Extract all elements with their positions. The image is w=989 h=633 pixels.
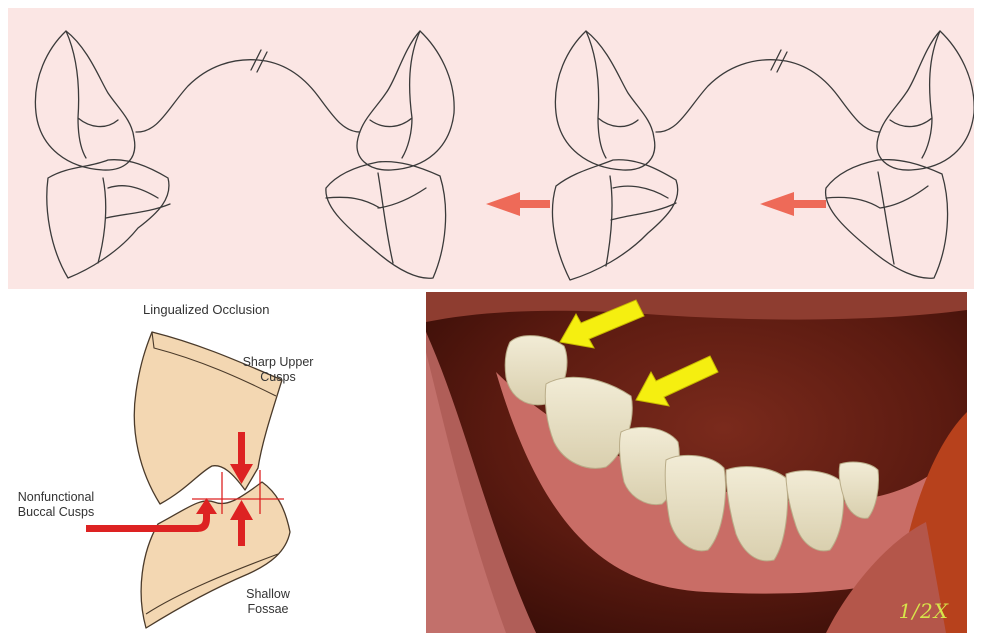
right-arch-line bbox=[656, 60, 880, 132]
right-direction-arrow bbox=[760, 192, 826, 216]
buccal-cusps-label: Nonfunctional Buccal Cusps bbox=[12, 490, 100, 520]
right-upper-tooth-right bbox=[877, 31, 974, 170]
left-upper-tooth-left bbox=[35, 31, 134, 170]
cross-section-diagrams-panel bbox=[8, 8, 974, 289]
left-arch-line bbox=[136, 60, 360, 132]
right-cross-section bbox=[552, 31, 974, 280]
right-upper-tooth-left bbox=[555, 31, 654, 170]
fossae-label: Shallow Fossae bbox=[236, 587, 300, 617]
right-lower-tooth-left bbox=[552, 160, 677, 280]
photo-scale-mark: 1/2X bbox=[899, 599, 949, 623]
left-direction-arrow bbox=[486, 192, 550, 216]
left-lower-tooth-left bbox=[47, 160, 169, 278]
fossae-label-line-2: Fossae bbox=[236, 602, 300, 617]
upper-cusps-label-line-2: Cusps bbox=[238, 370, 318, 385]
upper-cusps-label: Sharp Upper Cusps bbox=[238, 355, 318, 385]
fossae-label-line-1: Shallow bbox=[236, 587, 300, 602]
left-cross-section bbox=[35, 31, 454, 278]
upper-cusps-label-line-1: Sharp Upper bbox=[238, 355, 318, 370]
lingualized-occlusion-diagram: Lingualized Occlusion Sharp Upper Cusp bbox=[0, 292, 420, 633]
occlusion-illustration bbox=[0, 292, 420, 633]
buccal-cusps-label-line-2: Buccal Cusps bbox=[12, 505, 100, 520]
intraoral-photo: 1/2X bbox=[426, 292, 967, 633]
left-upper-tooth-right bbox=[357, 31, 454, 170]
cross-section-diagrams bbox=[8, 8, 974, 289]
intraoral-photo-illustration bbox=[426, 292, 967, 633]
buccal-cusps-label-line-1: Nonfunctional bbox=[12, 490, 100, 505]
